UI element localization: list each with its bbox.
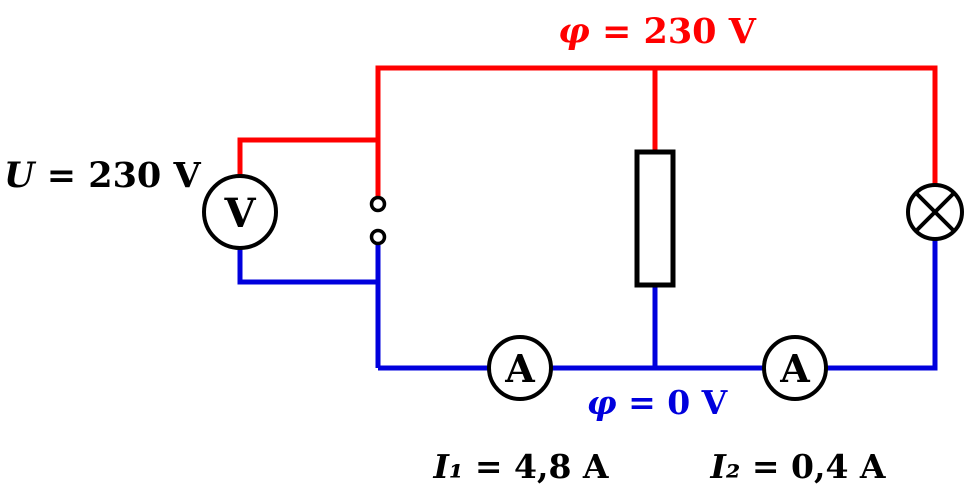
label-bottom-potential-value: = 0 V	[617, 383, 729, 422]
label-top-potential-symbol: φ	[558, 11, 590, 52]
label-source-voltage: U = 230 V	[4, 155, 201, 196]
lamp-cross-line-2	[914, 191, 956, 233]
ammeter-2-body	[762, 335, 828, 401]
neutral-wire-voltmeter-branch	[237, 247, 378, 285]
label-current-2-symbol: I₂	[709, 447, 740, 486]
label-top-potential: φ = 230 V	[558, 11, 757, 52]
label-current-2-value: = 0,4 A	[740, 447, 886, 486]
ammeter-1-letter: A	[504, 346, 535, 391]
hot-wires	[237, 65, 938, 197]
label-source-voltage-symbol: U	[4, 155, 37, 196]
ammeter-2: A	[762, 335, 828, 401]
ammeter-2-letter: A	[779, 346, 810, 391]
resistor	[634, 149, 676, 288]
label-current-2: I₂ = 0,4 A	[709, 447, 885, 486]
label-top-potential-value: = 230 V	[590, 11, 757, 52]
switch-contact-bottom	[369, 228, 387, 246]
hot-wire-voltmeter-branch	[237, 137, 378, 178]
voltmeter: V	[202, 174, 278, 250]
label-current-1-value: = 4,8 A	[463, 447, 609, 486]
lamp	[906, 183, 964, 241]
label-current-1-symbol: I₁	[432, 447, 463, 486]
ammeter-1-body	[487, 335, 553, 401]
voltmeter-body	[202, 174, 278, 250]
label-current-1: I₁ = 4,8 A	[432, 447, 608, 486]
switch-open	[369, 195, 387, 246]
voltmeter-letter: V	[223, 190, 256, 237]
neutral-wire-bottom-rail	[378, 239, 938, 371]
label-source-voltage-value: = 230 V	[35, 155, 202, 196]
label-bottom-potential-symbol: φ	[587, 383, 617, 422]
neutral-wires	[237, 239, 938, 371]
ammeter-1: A	[487, 335, 553, 401]
label-bottom-potential: φ = 0 V	[587, 383, 729, 422]
switch-contact-top	[369, 195, 387, 213]
